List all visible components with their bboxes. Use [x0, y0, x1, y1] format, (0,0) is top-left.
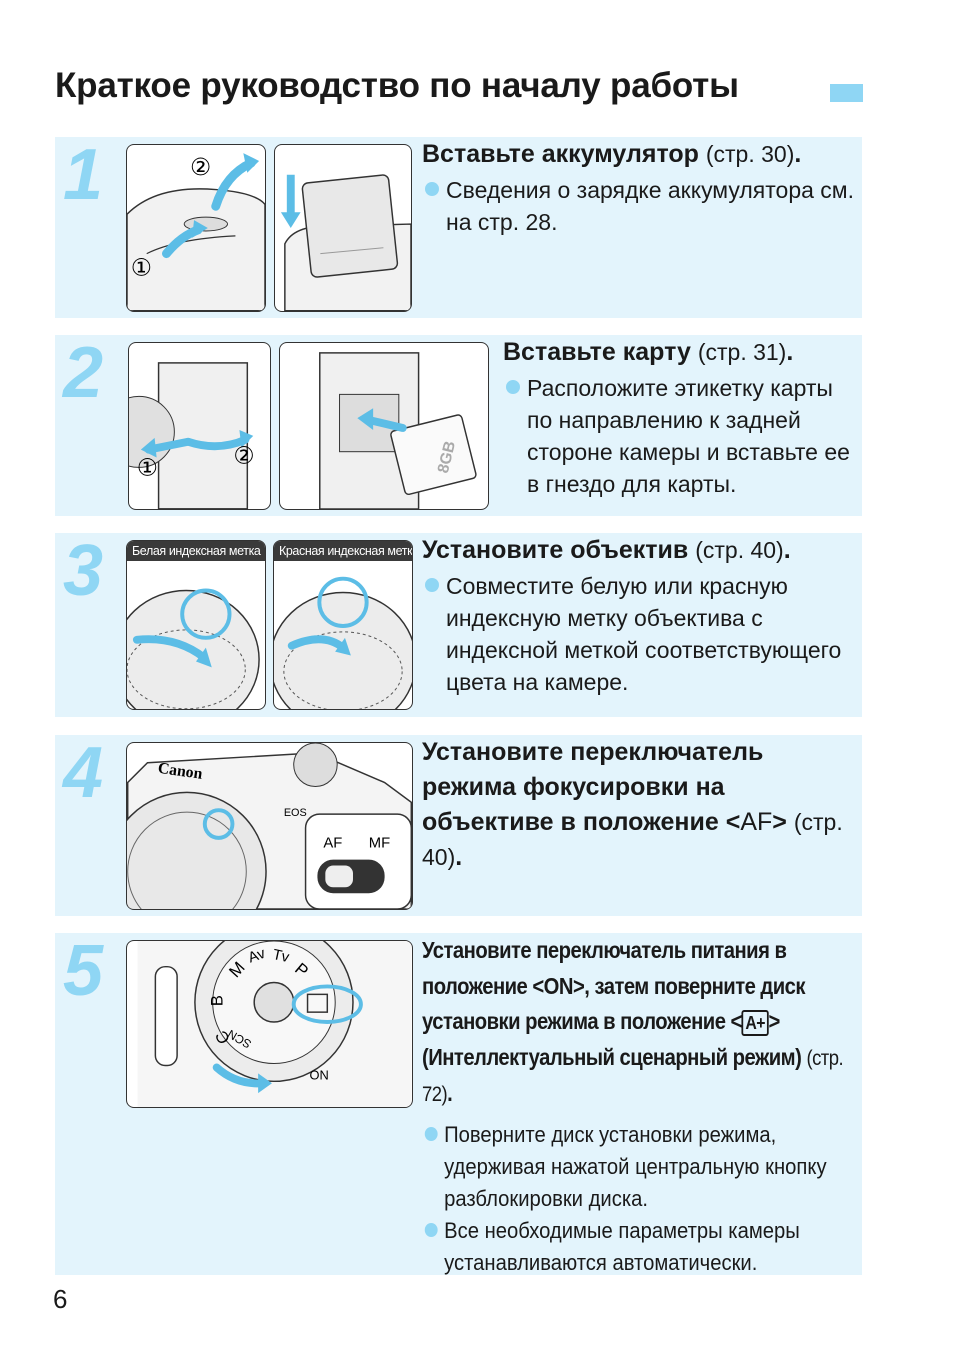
step-5-bullet-2: Все необходимые параметры камеры устанав… — [422, 1215, 881, 1279]
dial-mode-b: B — [208, 995, 227, 1006]
step-number: 1 — [63, 135, 104, 215]
camera-front-af-illustration: Canon EOS AF MF — [127, 743, 412, 909]
step-5-panel: 5 M Av Tv P B C SCN ON Установите перекл… — [55, 933, 862, 1275]
card-photo-open: ① ② — [128, 342, 271, 510]
white-index-caption: Белая индексная метка — [127, 541, 265, 561]
step-3-text: Установите объектив (стр. 40). Совместит… — [422, 533, 862, 698]
step-2-page-ref: (стр. 31) — [697, 339, 787, 365]
step-5-page-ref: (стр. 72) — [422, 1046, 844, 1107]
canon-logo: Canon — [157, 760, 204, 783]
power-on-label: ON — [310, 1067, 329, 1082]
step-2-panel: 2 ① ② 8GB Вставьте карту (стр. 31). Расп… — [55, 335, 862, 516]
step-4-heading: Установите переключатель режима фокусиро… — [422, 738, 843, 871]
af-mode-symbol: AF — [740, 808, 773, 836]
mf-position-label: MF — [369, 836, 390, 852]
dial-mode-av: Av — [246, 945, 268, 966]
step-2-bullet: Расположите этикетку карты по направлени… — [503, 372, 863, 500]
af-switch-photo: Canon EOS AF MF — [126, 742, 413, 910]
step-5-text: Установите переключатель питания в полож… — [422, 933, 862, 1279]
red-index-caption: Красная индексная метка — [274, 541, 412, 561]
lens-mount-white-illustration — [127, 588, 260, 709]
mode-dial-photo: M Av Tv P B C SCN ON — [126, 940, 413, 1108]
page-title: Краткое руководство по началу работы — [55, 66, 739, 105]
step-1-panel: 1 ② ① Вставьте аккумулятор (стр. 30). Св… — [55, 137, 862, 318]
step-2-heading: Вставьте карту (стр. 31). — [503, 338, 794, 366]
lens-mount-red-illustration — [274, 576, 412, 709]
step-3-page-ref: (стр. 40) — [695, 537, 784, 563]
step-1-bullet: Сведения о зарядке аккумулятора см. на с… — [422, 174, 862, 238]
title-accent-bar — [830, 84, 863, 102]
step-4-panel: 4 Canon EOS AF MF Установите переключате… — [55, 735, 862, 916]
lens-photo-white-mark: Белая индексная метка — [126, 540, 266, 710]
step-2-callout-1: ① — [137, 453, 158, 481]
eos-model-label: EOS — [284, 807, 307, 819]
step-3-panel: 3 Белая индексная метка Красная индексна… — [55, 533, 862, 717]
step-2-text: Вставьте карту (стр. 31). Расположите эт… — [503, 335, 863, 500]
step-number: 3 — [63, 531, 104, 611]
step-1-text: Вставьте аккумулятор (стр. 30). Сведения… — [422, 137, 862, 238]
step-number: 4 — [63, 733, 104, 813]
step-3-bullet: Совместите белую или красную индексную м… — [422, 570, 862, 698]
step-4-text: Установите переключатель режима фокусиро… — [422, 735, 862, 875]
step-4-page-ref: (стр. 40) — [422, 809, 843, 870]
step-1-page-ref: (стр. 30) — [705, 141, 795, 167]
mode-dial-illustration: M Av Tv P B C SCN ON — [137, 941, 412, 1107]
step-1-callout-2: ② — [190, 153, 211, 181]
scene-intelligent-auto-icon: A+ — [741, 1010, 769, 1036]
lens-photo-red-mark: Красная индексная метка — [273, 540, 413, 710]
step-1-heading: Вставьте аккумулятор (стр. 30). — [422, 140, 802, 168]
page-number: 6 — [53, 1284, 68, 1314]
step-5-heading: Установите переключатель питания в полож… — [422, 937, 844, 1107]
step-3-heading: Установите объектив (стр. 40). — [422, 536, 791, 564]
battery-photo-insert — [274, 144, 412, 312]
card-insert-illustration: 8GB — [319, 352, 477, 509]
card-photo-insert: 8GB — [279, 342, 489, 510]
step-number: 5 — [63, 931, 104, 1011]
step-1-callout-1: ① — [131, 253, 152, 281]
battery-photo-open: ② ① — [126, 144, 266, 312]
card-slot-cover-illustration: ① ② — [129, 362, 255, 509]
step-number: 2 — [63, 333, 104, 413]
camera-battery-door-illustration: ② ① — [127, 153, 265, 311]
dial-mode-tv: Tv — [271, 947, 291, 966]
af-position-label: AF — [323, 836, 342, 852]
step-5-bullet-1: Поверните диск установки режима, удержив… — [422, 1119, 881, 1215]
battery-insert-illustration — [280, 174, 411, 311]
step-2-callout-2: ② — [234, 441, 255, 469]
